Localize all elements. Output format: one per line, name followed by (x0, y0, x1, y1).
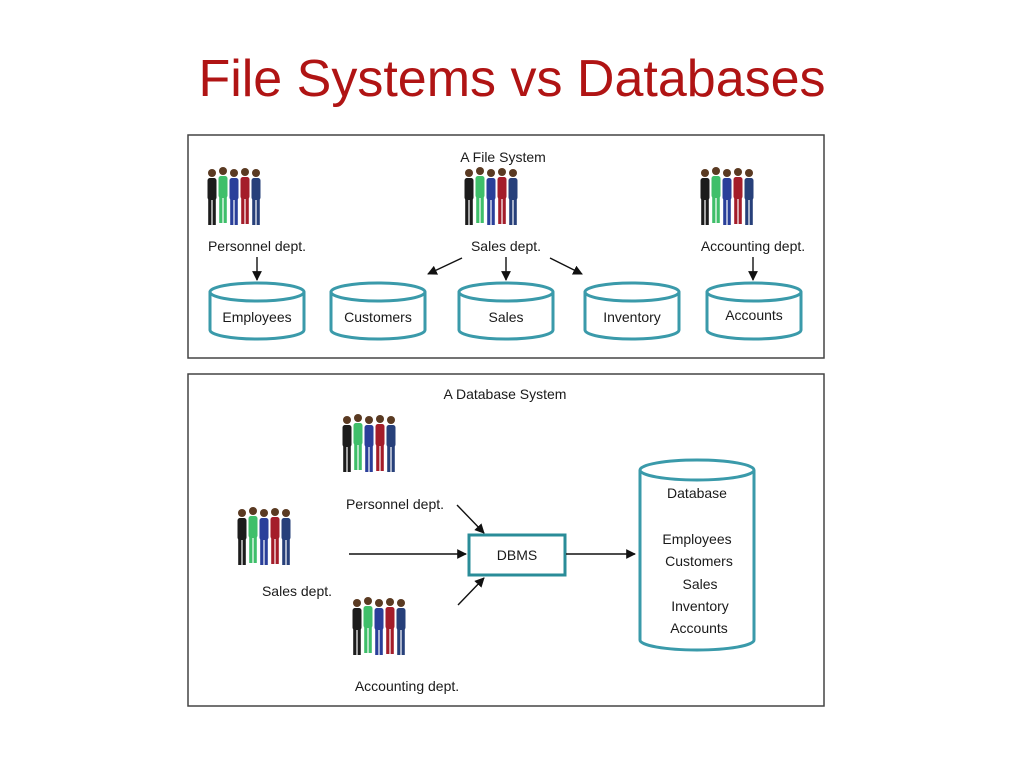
database-item: Customers (665, 553, 733, 569)
arrow-icon (456, 504, 485, 534)
database-item: Employees (662, 531, 731, 547)
dbms-box: DBMS (467, 533, 567, 577)
fs-file-label: Sales (488, 309, 523, 325)
fs-file-label: Accounts (725, 307, 783, 323)
db-accounting-label: Accounting dept. (355, 678, 459, 694)
database-cylinder-icon: Sales (457, 281, 555, 341)
db-personnel-label: Personnel dept. (346, 496, 444, 512)
database-item: Accounts (670, 620, 728, 636)
database-item: Sales (682, 576, 717, 592)
fs-personnel-label: Personnel dept. (208, 238, 306, 254)
database-system-panel: A Database System Personnel dept. Sales … (187, 373, 825, 707)
arrow-icon (549, 257, 583, 275)
database-item: Inventory (671, 598, 729, 614)
dbms-label: DBMS (497, 547, 537, 563)
file-system-panel: A File System Personnel dept. Sales dept… (187, 134, 825, 359)
arrow-icon (457, 577, 485, 606)
fs-accounting-label: Accounting dept. (701, 238, 805, 254)
database-cylinder-icon: Accounts (705, 281, 803, 341)
file-system-heading: A File System (460, 149, 546, 165)
database-title: Database (667, 485, 727, 501)
slide-title: File Systems vs Databases (198, 50, 826, 108)
database-cylinder-icon: Employees (208, 281, 306, 341)
database-cylinder-icon: Inventory (583, 281, 681, 341)
fs-file-label: Customers (344, 309, 412, 325)
fs-file-label: Inventory (603, 309, 661, 325)
arrow-icon (427, 257, 463, 275)
database-cylinder-icon: Database Employees Customers Sales Inven… (638, 458, 756, 652)
database-cylinder-icon: Customers (329, 281, 427, 341)
fs-sales-label: Sales dept. (471, 238, 541, 254)
fs-file-label: Employees (222, 309, 291, 325)
database-system-heading: A Database System (444, 386, 567, 402)
db-sales-label: Sales dept. (262, 583, 332, 599)
